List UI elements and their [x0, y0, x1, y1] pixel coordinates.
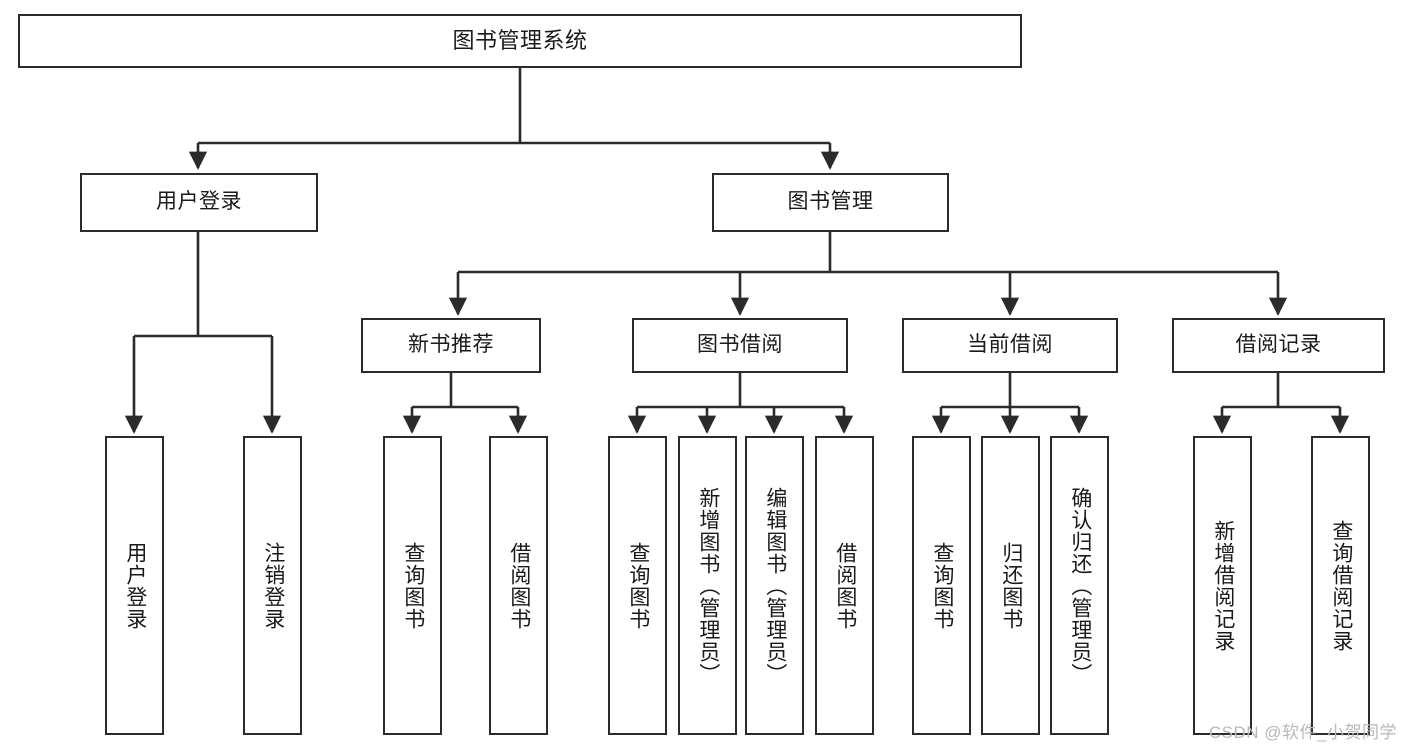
- node-leaf-query-record-label: 查询借阅记录: [1329, 519, 1353, 652]
- node-leaf-add-record-label: 新增借阅记录: [1211, 519, 1235, 652]
- node-leaf-return-book-label: 归还图书: [999, 541, 1023, 630]
- node-current-borrow-label: 当前借阅: [967, 333, 1053, 357]
- node-current-borrow[interactable]: 当前借阅: [902, 318, 1118, 373]
- node-root[interactable]: 图书管理系统: [18, 14, 1022, 68]
- node-book-manage-label: 图书管理: [787, 190, 874, 214]
- node-leaf-logout[interactable]: 注销登录: [243, 436, 302, 735]
- node-leaf-query-book-3-label: 查询图书: [930, 541, 954, 630]
- node-leaf-borrow-book-2[interactable]: 借阅图书: [815, 436, 874, 735]
- node-leaf-user-login[interactable]: 用户登录: [105, 436, 164, 735]
- node-user-login-label: 用户登录: [156, 190, 242, 214]
- node-leaf-borrow-book-1-label: 借阅图书: [507, 541, 531, 630]
- node-leaf-query-book-2-label: 查询图书: [626, 541, 650, 630]
- csdn-watermark: CSDN @软件_小贺同学: [1208, 723, 1397, 742]
- node-borrow-record[interactable]: 借阅记录: [1172, 318, 1385, 373]
- node-leaf-edit-book-label: 编辑图书（管理员）: [763, 486, 787, 685]
- node-leaf-confirm-return[interactable]: 确认归还（管理员）: [1050, 436, 1109, 735]
- node-leaf-borrow-book-1[interactable]: 借阅图书: [489, 436, 548, 735]
- node-book-manage[interactable]: 图书管理: [712, 173, 949, 232]
- node-leaf-query-book-3[interactable]: 查询图书: [912, 436, 971, 735]
- node-user-login[interactable]: 用户登录: [80, 173, 318, 232]
- node-root-label: 图书管理系统: [452, 28, 588, 54]
- node-leaf-query-book-1[interactable]: 查询图书: [383, 436, 442, 735]
- node-leaf-query-book-1-label: 查询图书: [401, 541, 425, 630]
- node-new-book-rec[interactable]: 新书推荐: [361, 318, 541, 373]
- node-leaf-edit-book[interactable]: 编辑图书（管理员）: [745, 436, 804, 735]
- node-leaf-add-book-label: 新增图书（管理员）: [696, 486, 720, 685]
- node-leaf-user-login-label: 用户登录: [123, 541, 147, 630]
- node-book-borrow-label: 图书借阅: [697, 333, 783, 357]
- node-leaf-borrow-book-2-label: 借阅图书: [833, 541, 857, 630]
- node-leaf-add-book[interactable]: 新增图书（管理员）: [678, 436, 737, 735]
- node-borrow-record-label: 借阅记录: [1235, 333, 1322, 357]
- node-leaf-add-record[interactable]: 新增借阅记录: [1193, 436, 1252, 735]
- node-leaf-query-record[interactable]: 查询借阅记录: [1311, 436, 1370, 735]
- node-leaf-query-book-2[interactable]: 查询图书: [608, 436, 667, 735]
- node-leaf-logout-label: 注销登录: [261, 541, 285, 630]
- node-leaf-return-book[interactable]: 归还图书: [981, 436, 1040, 735]
- node-new-book-rec-label: 新书推荐: [408, 333, 494, 357]
- node-book-borrow[interactable]: 图书借阅: [632, 318, 848, 373]
- node-leaf-confirm-return-label: 确认归还（管理员）: [1068, 486, 1092, 685]
